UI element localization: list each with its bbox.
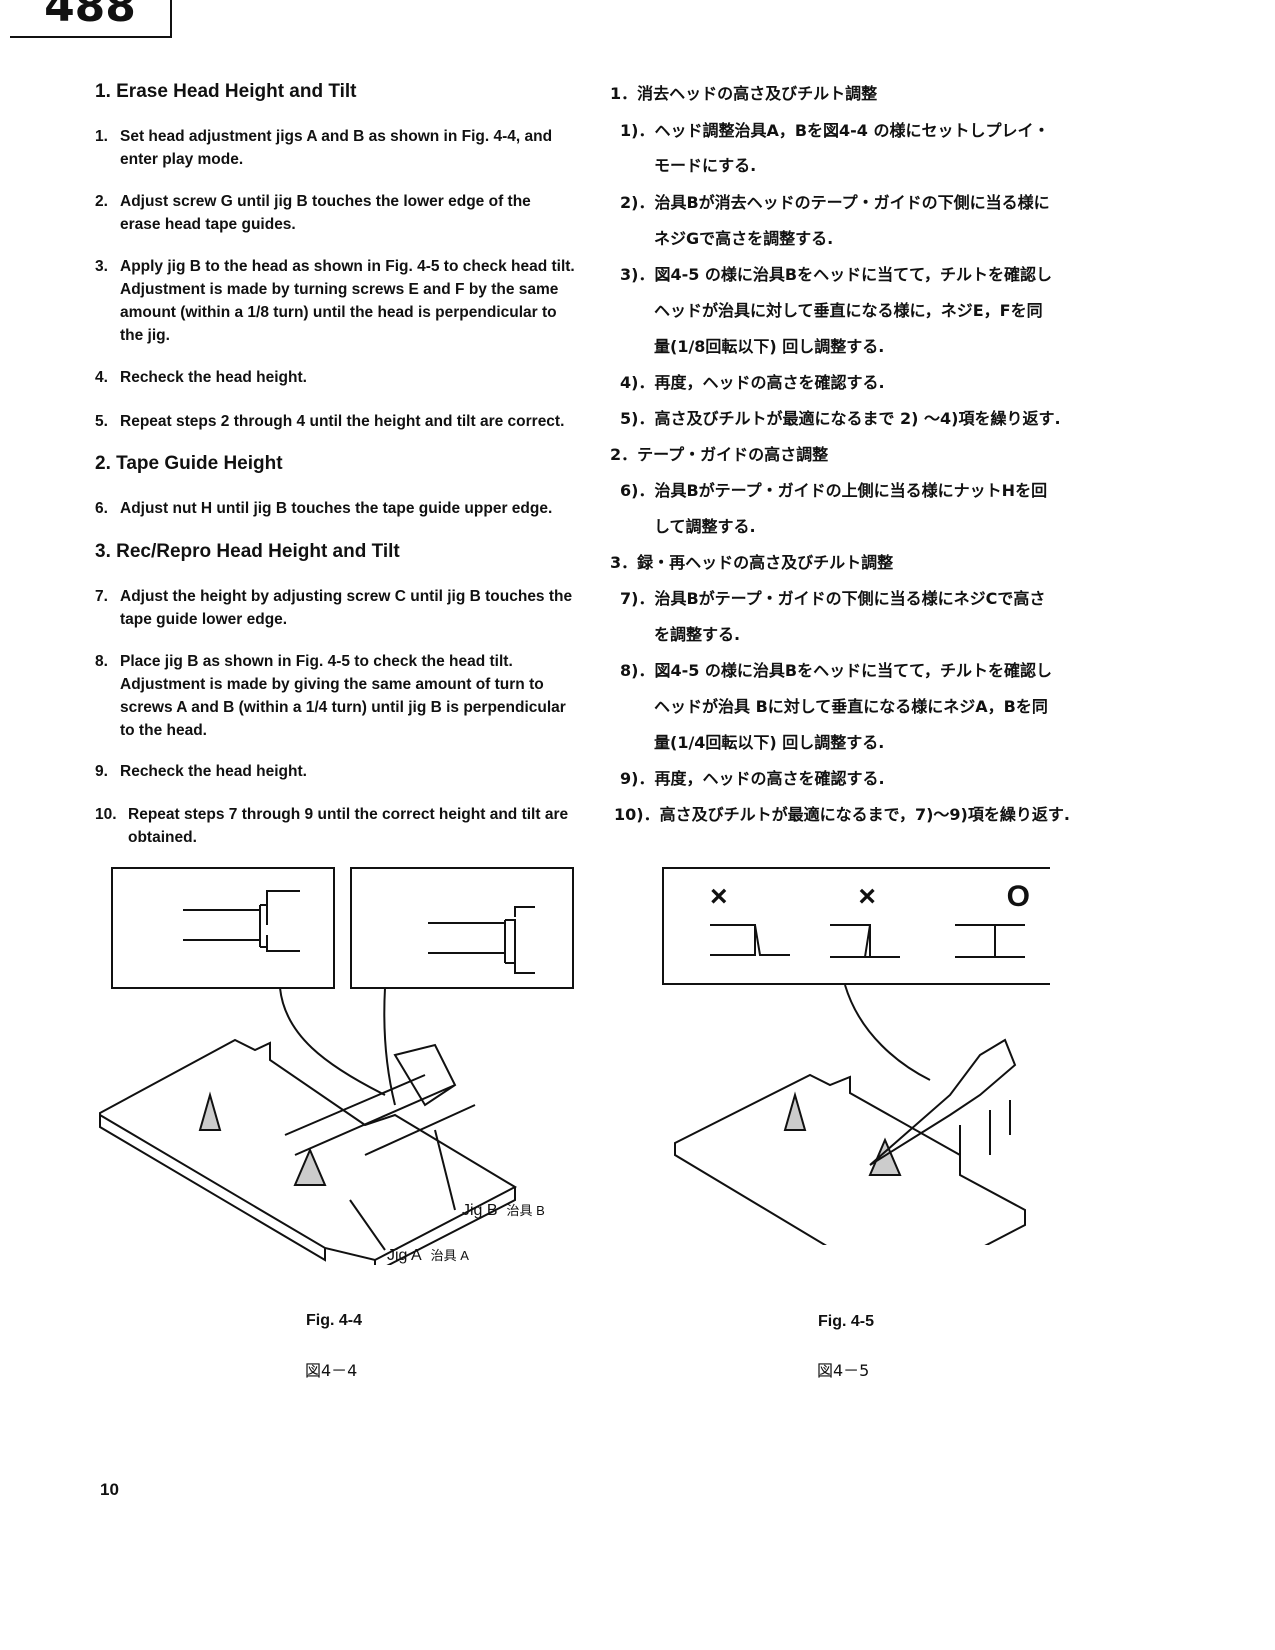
- jp-heading: 2．テープ・ガイドの高さ調整: [610, 445, 829, 464]
- tilt-marks: × × O: [710, 880, 1030, 914]
- step-number: 5.: [95, 413, 108, 430]
- wrong-mark: ×: [858, 880, 876, 913]
- detail-box-left: [111, 867, 335, 989]
- step: 2. Adjust screw G until jig B touches the…: [95, 190, 575, 236]
- step-text: Adjust nut H until jig B touches the tap…: [120, 500, 553, 517]
- step: 4. Recheck the head height.: [95, 366, 575, 389]
- step-number: 3.: [95, 258, 108, 275]
- step: 3. Apply jig B to the head as shown in Fi…: [95, 255, 575, 347]
- jp-line: 4)．再度，ヘッドの高さを確認する.: [620, 373, 885, 392]
- jp-line: して調整する.: [654, 517, 756, 536]
- jp-line: ネジGで高さを調整する.: [654, 229, 834, 248]
- figure-caption-jp: 図4－5: [817, 1361, 870, 1380]
- detail-box-right: [350, 867, 574, 989]
- step-number: 4.: [95, 369, 108, 386]
- step-number: 6.: [95, 500, 108, 517]
- step-number: 7.: [95, 588, 108, 605]
- step: 6. Adjust nut H until jig B touches the t…: [95, 497, 575, 520]
- jp-heading: 3．録・再ヘッドの高さ及びチルト調整: [610, 553, 894, 572]
- step-text: Set head adjustment jigs A and B as show…: [120, 128, 553, 168]
- figure-caption-jp: 図4－4: [305, 1361, 358, 1380]
- step: 9. Recheck the head height.: [95, 760, 575, 783]
- figure-4-5-drawing: [662, 867, 1050, 1245]
- correct-mark: O: [1006, 880, 1030, 913]
- step-number: 1.: [95, 128, 108, 145]
- step-text: Repeat steps 7 through 9 until the corre…: [128, 806, 569, 846]
- step-text: Adjust screw G until jig B touches the l…: [120, 193, 531, 233]
- step: 7. Adjust the height by adjusting screw C…: [95, 585, 575, 631]
- figure-caption: Fig. 4-5: [818, 1313, 875, 1330]
- step: 1. Set head adjustment jigs A and B as sh…: [95, 125, 575, 171]
- jp-line: ヘッドが治具に対して垂直になる様に，ネジE，Fを同: [654, 301, 1043, 320]
- page-number: 10: [100, 1480, 119, 1499]
- label-en: Jig B: [462, 1202, 498, 1219]
- jp-line: 8)．図4-5 の様に治具Bをヘッドに当てて，チルトを確認し: [620, 661, 1052, 680]
- step-text: Recheck the head height.: [120, 763, 307, 780]
- jp-line: 量(1/8回転以下) 回し調整する.: [654, 337, 885, 356]
- jig-a-label: Jig A 治具 A: [387, 1245, 469, 1265]
- jp-line: 2)．治具Bが消去ヘッドのテープ・ガイドの下側に当る様に: [620, 193, 1050, 212]
- step-number: 2.: [95, 193, 108, 210]
- step-text: Apply jig B to the head as shown in Fig.…: [120, 258, 575, 344]
- jp-line: 1)．ヘッド調整治具A，Bを図4-4 の様にセットしプレイ・: [620, 121, 1050, 140]
- jp-line: 量(1/4回転以下) 回し調整する.: [654, 733, 885, 752]
- jp-line: 6)．治具Bがテープ・ガイドの上側に当る様にナットHを回: [620, 481, 1048, 500]
- step: 10. Repeat steps 7 through 9 until the co…: [95, 803, 575, 849]
- jp-line: を調整する.: [654, 625, 741, 644]
- figure-4-4-drawing: [99, 867, 574, 1265]
- figure-caption: Fig. 4-4: [306, 1312, 363, 1329]
- wrong-mark: ×: [710, 880, 728, 913]
- step: 5. Repeat steps 2 through 4 until the hei…: [95, 410, 575, 433]
- step-text: Adjust the height by adjusting screw C u…: [120, 588, 573, 628]
- step-number: 8.: [95, 653, 108, 670]
- tilt-check-box: [662, 867, 1050, 985]
- step-text: Recheck the head height.: [120, 369, 307, 386]
- jp-line: 3)．図4-5 の様に治具Bをヘッドに当てて，チルトを確認し: [620, 265, 1052, 284]
- jig-b-label: Jig B 治具 B: [462, 1200, 545, 1220]
- section-heading: 2. Tape Guide Height: [95, 453, 283, 474]
- section-heading: 3. Rec/Repro Head Height and Tilt: [95, 541, 400, 562]
- model-number: 488: [10, 0, 172, 38]
- step-number: 9.: [95, 763, 108, 780]
- jp-line: 10)．高さ及びチルトが最適になるまで，7)～9)項を繰り返す.: [614, 805, 1070, 824]
- step-text: Repeat steps 2 through 4 until the heigh…: [120, 413, 565, 430]
- jp-line: 9)．再度，ヘッドの高さを確認する.: [620, 769, 885, 788]
- label-en: Jig A: [387, 1247, 422, 1264]
- jp-heading: 1．消去ヘッドの高さ及びチルト調整: [610, 84, 878, 103]
- step: 8. Place jig B as shown in Fig. 4-5 to ch…: [95, 650, 575, 742]
- step-text: Place jig B as shown in Fig. 4-5 to chec…: [120, 653, 566, 739]
- jig-a-base: [99, 1038, 518, 1262]
- jp-line: 7)．治具Bがテープ・ガイドの下側に当る様にネジCで高さ: [620, 589, 1046, 608]
- section-heading: 1. Erase Head Height and Tilt: [95, 81, 357, 102]
- jp-line: ヘッドが治具 Bに対して垂直になる様にネジA，Bを同: [654, 697, 1048, 716]
- label-jp: 治具 B: [506, 1203, 545, 1218]
- label-jp: 治具 A: [430, 1248, 469, 1263]
- jp-line: 5)．高さ及びチルトが最適になるまで 2) ～4)項を繰り返す.: [620, 409, 1061, 428]
- step-number: 10.: [95, 806, 117, 823]
- jp-line: モードにする.: [654, 156, 757, 175]
